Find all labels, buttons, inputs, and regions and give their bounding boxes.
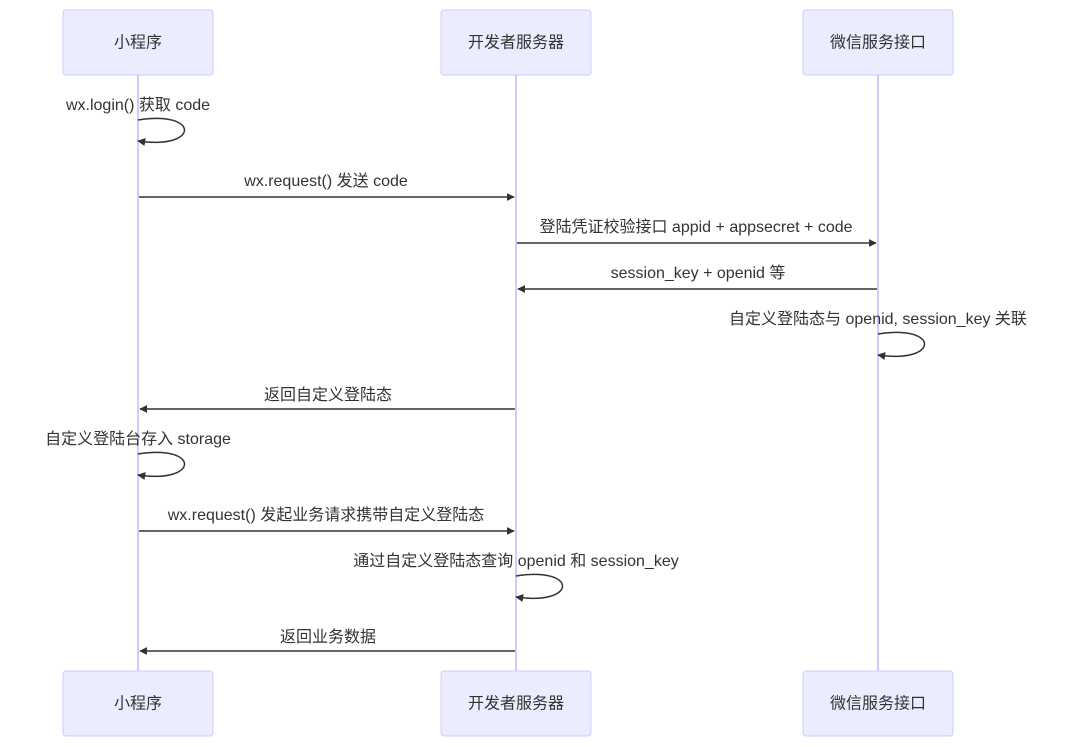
message-label: wx.login() 获取 code (65, 96, 210, 114)
message-label: 返回业务数据 (280, 628, 376, 646)
self-loop-arrow (137, 451, 185, 480)
actor-label: 开发者服务器 (468, 33, 564, 52)
actor-bottom-dev: 开发者服务器 (440, 670, 592, 737)
message-session-key-return: session_key + openid 等 (517, 264, 877, 293)
message-label: 登陆凭证校验接口 appid + appsecret + code (539, 218, 852, 236)
message-verify-login: 登陆凭证校验接口 appid + appsecret + code (517, 218, 877, 247)
actor-label: 微信服务接口 (830, 33, 926, 52)
message-label: 自定义登陆台存入 storage (45, 430, 231, 448)
actor-bottom-wx: 微信服务接口 (802, 670, 954, 737)
message-label: 返回自定义登陆态 (264, 386, 392, 404)
message-label: 通过自定义登陆态查询 openid 和 session_key (353, 552, 678, 570)
actor-bottom-mini: 小程序 (62, 670, 214, 737)
message-return-business-data: 返回业务数据 (139, 628, 515, 655)
actor-top-dev: 开发者服务器 (440, 9, 592, 76)
actor-label: 开发者服务器 (468, 694, 564, 713)
actor-top-mini: 小程序 (62, 9, 214, 76)
message-label: wx.request() 发送 code (243, 172, 408, 190)
actor-label: 小程序 (114, 694, 162, 713)
message-self-query: 通过自定义登陆态查询 openid 和 session_key (353, 552, 679, 602)
message-business-request: wx.request() 发起业务请求携带自定义登陆态 (139, 506, 515, 535)
actor-top-wx: 微信服务接口 (802, 9, 954, 76)
message-self-associate: 自定义登陆态与 openid, session_key 关联 (729, 310, 1027, 360)
message-self-storage: 自定义登陆台存入 storage (45, 430, 231, 480)
message-return-login-state: 返回自定义登陆态 (139, 386, 515, 413)
message-label: session_key + openid 等 (611, 264, 786, 282)
message-label: wx.request() 发起业务请求携带自定义登陆态 (167, 506, 484, 524)
actor-label: 小程序 (114, 33, 162, 52)
self-loop-arrow (877, 331, 925, 360)
message-label: 自定义登陆态与 openid, session_key 关联 (729, 310, 1027, 328)
message-self-login: wx.login() 获取 code (65, 96, 210, 146)
message-send-code: wx.request() 发送 code (139, 172, 515, 201)
self-loop-arrow (137, 117, 185, 146)
self-loop-arrow (515, 573, 563, 602)
actor-label: 微信服务接口 (830, 694, 926, 713)
